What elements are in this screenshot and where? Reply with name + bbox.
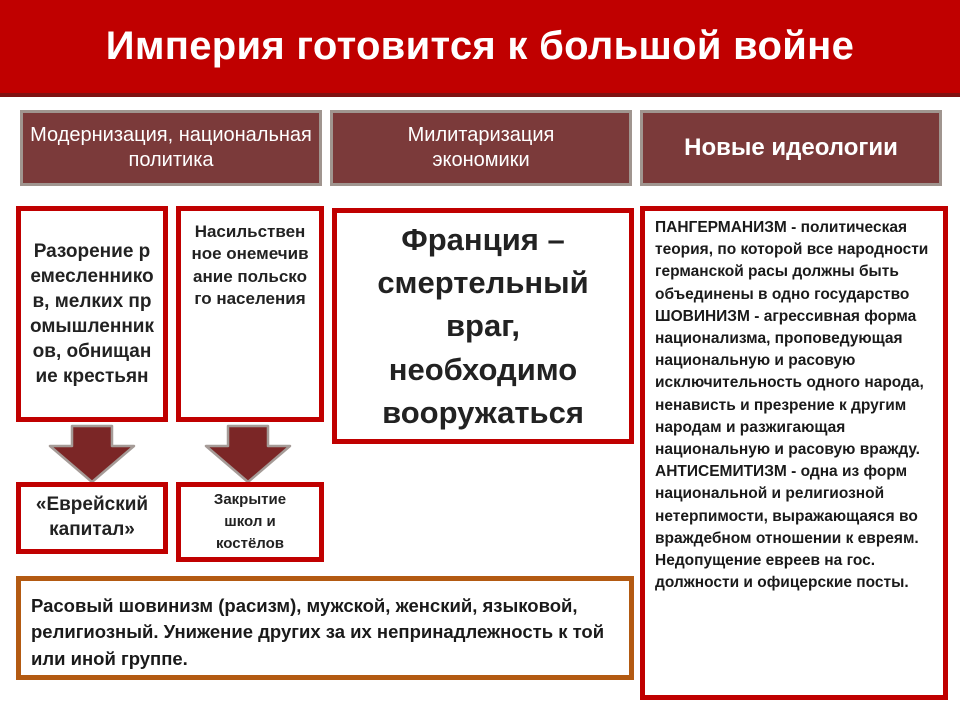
- box-racial-chauvinism-text: Расовый шовинизм (расизм), мужской, женс…: [31, 595, 605, 669]
- page-title: Империя готовится к большой войне: [105, 24, 855, 68]
- ideology-pangermanism: ПАНГЕРМАНИЗМ - политическая теория, по к…: [655, 219, 929, 303]
- box-ruin: Разорение ремесленников, мелких промышле…: [16, 206, 168, 422]
- ideology-antisemitism: АНТИСЕМИТИЗМ - одна из форм национальной…: [655, 463, 919, 547]
- header-militarization: Милитаризация экономики: [330, 110, 632, 186]
- header-militarization-label: Милитаризация экономики: [407, 124, 555, 171]
- box-france-text: Франция – смертельный враг, необходимо в…: [377, 221, 589, 431]
- box-jewish-capital-text: «Еврейский капитал»: [35, 494, 149, 540]
- box-ideologies: ПАНГЕРМАНИЗМ - политическая теория, по к…: [640, 206, 948, 700]
- box-jewish-capital: «Еврейский капитал»: [16, 482, 168, 554]
- box-germanization-text: Насильственное онемечивание польского на…: [191, 222, 309, 309]
- box-germanization: Насильственное онемечивание польского на…: [176, 206, 324, 422]
- header-ideologies-label: Новые идеологии: [684, 134, 898, 161]
- title-bar: Империя готовится к большой войне: [0, 0, 960, 97]
- arrow-down-left-icon: [48, 424, 136, 484]
- box-ruin-text: Разорение ремесленников, мелких промышле…: [29, 240, 154, 388]
- arrow-down-right-icon: [204, 424, 292, 484]
- box-school-closure: Закрытие школ и костёлов: [176, 482, 324, 562]
- box-school-closure-text: Закрытие школ и костёлов: [213, 491, 287, 552]
- header-modernization: Модернизация, национальная политика: [20, 110, 322, 186]
- box-france: Франция – смертельный враг, необходимо в…: [332, 208, 634, 444]
- ideologies-list: ПАНГЕРМАНИЗМ - политическая теория, по к…: [655, 217, 933, 594]
- header-modernization-label: Модернизация, национальная политика: [30, 124, 312, 171]
- ideology-exclusion: Недопущение евреев на гос. должности и о…: [655, 552, 909, 592]
- ideology-chauvinism: ШОВИНИЗМ - агрессивная форма национализм…: [655, 307, 924, 459]
- header-ideologies: Новые идеологии: [640, 110, 942, 186]
- box-racial-chauvinism: Расовый шовинизм (расизм), мужской, женс…: [16, 576, 634, 680]
